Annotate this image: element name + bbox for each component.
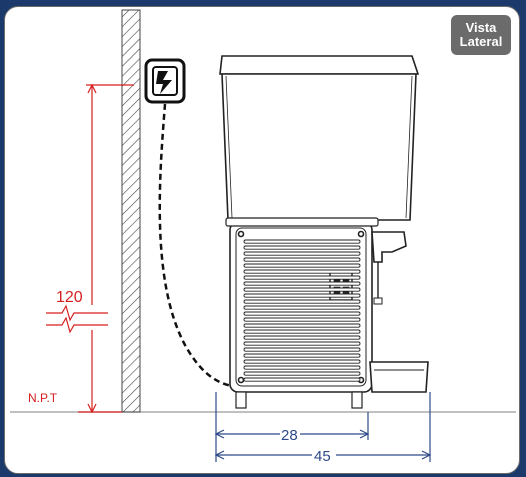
floor-level-label: N.P.T (28, 391, 58, 405)
vent-slat (243, 257, 361, 262)
vent-slat (243, 371, 361, 376)
cabinet-vents (243, 239, 361, 382)
wall (121, 9, 141, 413)
vent-slat (243, 287, 361, 292)
base-depth-value: 28 (281, 427, 298, 444)
vent-slat (243, 305, 361, 310)
vent-slat (243, 281, 361, 286)
vent-slat (243, 239, 361, 244)
vent-slat (243, 377, 361, 382)
vent-slat (243, 347, 361, 352)
vent-slat (243, 365, 361, 370)
vent-slat (243, 329, 361, 334)
vent-slat (243, 299, 361, 304)
vent-slat (243, 263, 361, 268)
vent-slat (243, 335, 361, 340)
vent-slat (243, 341, 361, 346)
vent-slat (243, 323, 361, 328)
view-badge-line-2: Lateral (459, 34, 503, 49)
vent-slat (243, 293, 361, 298)
vent-slat (243, 251, 361, 256)
height-value: 120 (56, 289, 83, 306)
vent-slat (243, 353, 361, 358)
power-cable (158, 103, 233, 388)
vent-slat (243, 275, 361, 280)
vent-slat (243, 269, 361, 274)
depth-dimensions (214, 392, 432, 462)
height-dimension (46, 83, 134, 414)
total-depth-value: 45 (314, 448, 331, 465)
vent-slat (243, 245, 361, 250)
vent-slat (243, 317, 361, 322)
electrical-outlet-icon (144, 58, 186, 104)
view-badge-line-1: Vista (465, 20, 497, 35)
vent-slat (243, 359, 361, 364)
vent-slat (243, 311, 361, 316)
view-badge: Vista Lateral (451, 15, 511, 55)
